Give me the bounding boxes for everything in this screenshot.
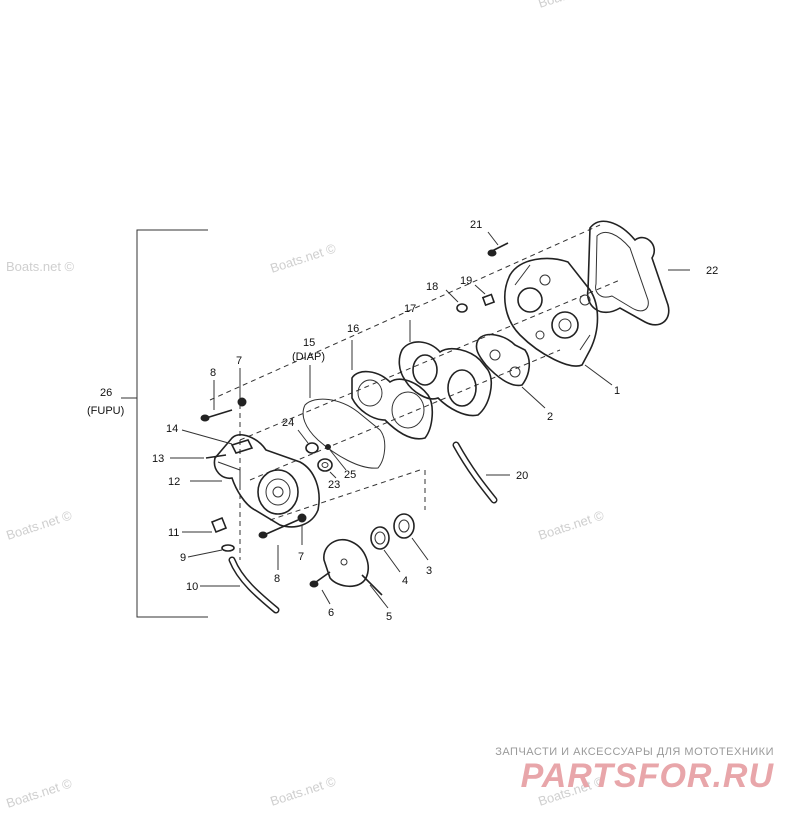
part-5-cap <box>323 538 389 609</box>
part-10-hose <box>200 556 280 614</box>
callout-12: 12 <box>168 476 180 488</box>
callout-7-lower: 7 <box>298 551 304 563</box>
partsfor-logo: ЗАПЧАСТИ И АКСЕССУАРЫ ДЛЯ МОТОТЕХНИКИ PA… <box>495 746 774 794</box>
group-label-26-number: 26 <box>100 387 112 399</box>
callout-10: 10 <box>186 581 198 593</box>
callout-22: 22 <box>706 265 718 277</box>
part-23-seal <box>317 458 337 479</box>
logo-caption: ЗАПЧАСТИ И АКСЕССУАРЫ ДЛЯ МОТОТЕХНИКИ <box>495 746 774 758</box>
part-2-valve-plate <box>475 333 546 409</box>
part-7-washer-lower <box>297 513 307 545</box>
callout-8-upper: 8 <box>210 367 216 379</box>
watermark: Boats.net © <box>268 240 338 275</box>
callout-24: 24 <box>282 417 294 429</box>
group-label-26-code: (FUPU) <box>87 405 124 417</box>
part-12-pump-body <box>190 434 320 528</box>
watermark: Boats.net © <box>536 507 606 542</box>
assembly-bracket <box>121 229 208 618</box>
part-8-bolt-lower <box>258 519 299 570</box>
part-14-elbow <box>181 429 254 454</box>
callout-5: 5 <box>386 611 392 623</box>
callout-9: 9 <box>180 552 186 564</box>
part-11-fitting <box>182 516 228 534</box>
part-15-diaphragm <box>302 365 386 469</box>
callout-17: 17 <box>404 303 416 315</box>
part-17-valve-body <box>398 320 492 417</box>
callout-6: 6 <box>328 607 334 619</box>
part-13-nipple <box>170 454 227 459</box>
callout-16: 16 <box>347 323 359 335</box>
watermark: Boats.net © <box>4 775 74 810</box>
part-6-screw <box>309 571 331 605</box>
callout-4: 4 <box>402 575 408 587</box>
callout-3: 3 <box>426 565 432 577</box>
part-22-gasket <box>586 220 690 326</box>
assembly-lines <box>209 224 621 560</box>
callout-1: 1 <box>614 385 620 397</box>
callout-18: 18 <box>426 281 438 293</box>
logo-brand: PARTSFOR.RU <box>520 757 774 795</box>
callout-23: 23 <box>328 479 340 491</box>
part-25-pin <box>325 444 347 471</box>
callout-21: 21 <box>470 219 482 231</box>
watermark: Boats.net © <box>268 773 338 808</box>
part-20-hose <box>452 441 510 504</box>
callout-2: 2 <box>547 411 553 423</box>
part-24-spring <box>297 429 319 454</box>
callout-13: 13 <box>152 453 164 465</box>
callout-8-lower: 8 <box>274 573 280 585</box>
part-16-gasket <box>351 340 434 440</box>
callout-14: 14 <box>166 423 178 435</box>
callout-20: 20 <box>516 470 528 482</box>
watermark: Boats.net © <box>536 0 606 11</box>
part-21-screw <box>487 231 509 257</box>
part-3-check-valve <box>393 513 429 561</box>
part-9-clip <box>187 544 235 558</box>
group-label-15-number: 15 <box>303 337 315 349</box>
callout-7-upper: 7 <box>236 355 242 367</box>
group-labels: 26 (FUPU) 15 (DIAP) <box>87 337 325 417</box>
callout-19: 19 <box>460 275 472 287</box>
part-4-gasket <box>370 526 401 573</box>
watermark: Boats.net © <box>4 507 74 542</box>
part-19-plug <box>474 284 496 307</box>
part-18-seal <box>445 289 468 313</box>
part-7-washer-upper <box>237 368 247 407</box>
watermark: Boats.net © <box>6 259 75 274</box>
part-8-bolt-upper <box>200 380 233 422</box>
callout-11: 11 <box>168 527 179 539</box>
callout-25: 25 <box>344 469 356 481</box>
part-1-cover <box>504 257 613 386</box>
group-label-15-code: (DIAP) <box>292 351 325 363</box>
callouts: 1 2 3 4 5 6 7 7 8 8 9 10 11 12 13 14 16 … <box>152 219 718 623</box>
